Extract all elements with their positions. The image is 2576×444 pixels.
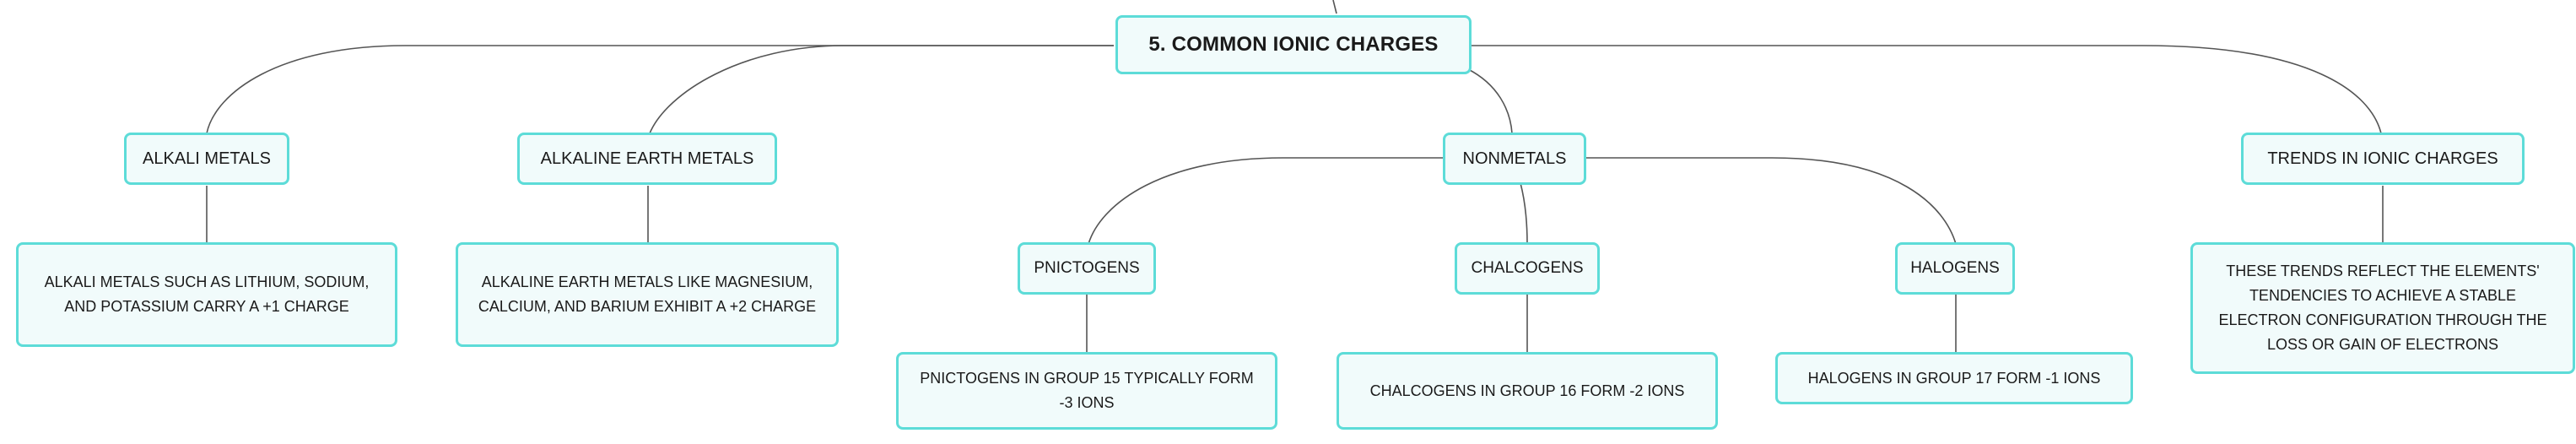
node-chalcogens-detail-text: CHALCOGENS IN GROUP 16 FORM -2 IONS (1369, 382, 1685, 399)
connector-nonmetals-to-pnictogens (1088, 157, 1445, 245)
node-halogens-detail-text: HALOGENS IN GROUP 17 FORM -1 IONS (1807, 369, 2101, 387)
connector-root-to-alkali-metals (206, 45, 1114, 134)
node-alkali-metals-label: ALKALI METALS (143, 149, 271, 168)
node-alkaline-earth-metals-detail-text: ALKALINE EARTH METALS LIKE MAGNESIUM, CA… (478, 273, 817, 315)
node-pnictogens-label: PNICTOGENS (1034, 259, 1140, 277)
node-alkaline-earth-metals-label: ALKALINE EARTH METALS (540, 149, 754, 168)
node-trends-in-ionic-charges-detail[interactable]: THESE TRENDS REFLECT THE ELEMENTS' TENDE… (2190, 242, 2575, 374)
node-chalcogens-detail[interactable]: CHALCOGENS IN GROUP 16 FORM -2 IONS (1337, 352, 1718, 430)
connector-nonmetals-to-chalcogens (1520, 182, 1528, 245)
node-trends-in-ionic-charges[interactable]: TRENDS IN IONIC CHARGES (2241, 133, 2525, 185)
node-chalcogens-label: CHALCOGENS (1471, 259, 1584, 277)
node-pnictogens-detail[interactable]: PNICTOGENS IN GROUP 15 TYPICALLY FORM -3… (896, 352, 1277, 430)
node-alkali-metals-detail-text: ALKALI METALS SUCH AS LITHIUM, SODIUM, A… (44, 273, 370, 315)
node-nonmetals-label: NONMETALS (1462, 149, 1567, 168)
node-alkali-metals-detail[interactable]: ALKALI METALS SUCH AS LITHIUM, SODIUM, A… (16, 242, 397, 347)
node-chalcogens[interactable]: CHALCOGENS (1455, 242, 1600, 295)
node-trends-in-ionic-charges-detail-text: THESE TRENDS REFLECT THE ELEMENTS' TENDE… (2218, 263, 2547, 353)
node-alkali-metals[interactable]: ALKALI METALS (124, 133, 289, 185)
node-halogens-detail[interactable]: HALOGENS IN GROUP 17 FORM -1 IONS (1775, 352, 2133, 404)
connector-root-to-trends (1472, 45, 2382, 134)
connector-nonmetals-to-halogens (1585, 157, 1957, 245)
root-node[interactable]: 5. COMMON IONIC CHARGES (1115, 15, 1472, 74)
node-nonmetals[interactable]: NONMETALS (1443, 133, 1586, 185)
node-halogens[interactable]: HALOGENS (1895, 242, 2015, 295)
node-alkaline-earth-metals[interactable]: ALKALINE EARTH METALS (517, 133, 777, 185)
node-alkaline-earth-metals-detail[interactable]: ALKALINE EARTH METALS LIKE MAGNESIUM, CA… (456, 242, 839, 347)
connector-root-to-alkaline-earth-metals (649, 45, 1114, 134)
node-trends-in-ionic-charges-label: TRENDS IN IONIC CHARGES (2267, 149, 2498, 168)
node-pnictogens-detail-text: PNICTOGENS IN GROUP 15 TYPICALLY FORM -3… (920, 370, 1254, 411)
root-node-label: 5. COMMON IONIC CHARGES (1148, 33, 1439, 56)
node-pnictogens[interactable]: PNICTOGENS (1018, 242, 1156, 295)
node-halogens-label: HALOGENS (1910, 259, 2000, 277)
connector-parent-to-root (1332, 0, 1337, 14)
connector-root-to-nonmetals (1467, 68, 1513, 134)
